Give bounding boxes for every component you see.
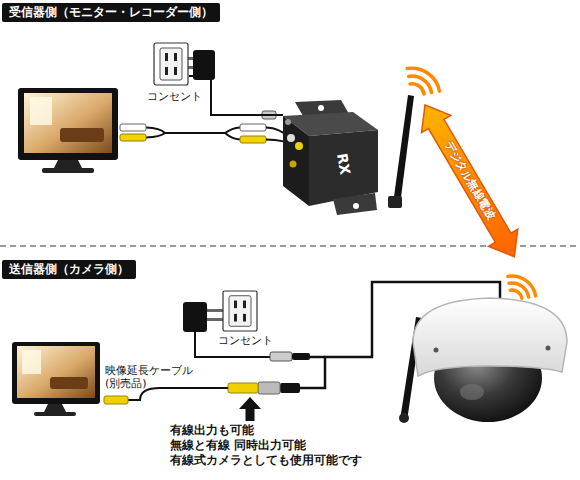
outlet-label: コンセント — [147, 90, 202, 103]
screen-sofa — [60, 128, 104, 142]
monitor — [18, 88, 118, 173]
camera-cable — [310, 356, 325, 359]
adapter-prong — [207, 309, 224, 312]
wave-arc — [410, 84, 424, 94]
camera-housing — [413, 298, 567, 376]
wave-arc — [407, 68, 439, 91]
outlet-slot — [165, 53, 168, 61]
monitor-screen — [17, 346, 95, 398]
outlet-shape — [153, 42, 189, 86]
dc-plug — [262, 111, 276, 119]
antenna-base — [399, 413, 409, 423]
cable-note: 映像延長ケーブル (別売品) — [105, 364, 205, 390]
rca-plug-white — [240, 124, 266, 131]
lens-highlight — [460, 384, 484, 400]
screen-window — [22, 350, 41, 374]
rca-plug-yellow — [240, 136, 266, 143]
adapter-body — [183, 302, 207, 332]
section-band: 送信器側（カメラ側） — [2, 260, 136, 279]
adapter-prong — [207, 318, 224, 321]
outlet-slot — [243, 314, 246, 322]
receiver-box: RX — [283, 100, 378, 215]
screw — [434, 348, 439, 353]
rca-wire — [146, 128, 240, 140]
mount-hole — [318, 105, 324, 111]
outlet-label: コンセント — [218, 334, 273, 347]
outlet-slot — [165, 67, 168, 75]
power-cable — [189, 76, 283, 115]
wall-outlet: コンセント — [222, 290, 258, 332]
double-arrow — [410, 96, 529, 265]
rca-plug-yellow — [104, 396, 128, 404]
bnc-jack — [280, 383, 300, 393]
rca-plug-white — [120, 124, 146, 131]
radio-waves — [407, 68, 439, 94]
outlet-face — [160, 48, 182, 80]
adapter-body — [193, 50, 215, 80]
monitor-frame — [12, 342, 100, 404]
outlet-slot — [234, 314, 237, 322]
monitor-base — [42, 168, 94, 173]
dc-plug-body — [270, 352, 292, 361]
dc-plug-body — [262, 111, 276, 119]
rca-jack — [290, 161, 297, 168]
rca-cable — [120, 124, 298, 146]
antenna-base — [388, 196, 402, 208]
outlet-plate — [223, 291, 257, 331]
wave-arc — [409, 76, 432, 92]
monitor-screen — [24, 93, 112, 153]
wall-outlet: コンセント — [153, 42, 189, 86]
wave-arc — [509, 283, 529, 297]
mount-flange — [333, 193, 377, 215]
bnc-connector — [258, 382, 280, 394]
outlet-plate — [154, 43, 188, 85]
mount-hole — [353, 203, 359, 209]
wireless-label: デジタル無線電波 — [429, 117, 511, 244]
rca-plug-yellow — [120, 134, 146, 141]
power-adapter — [186, 50, 215, 80]
outlet-slot — [234, 301, 237, 309]
dome-camera — [399, 298, 567, 423]
outlet-slot — [174, 53, 177, 61]
feature-note: 有線式カメラとしても使用可能です — [170, 454, 362, 467]
box-side — [283, 116, 309, 206]
wave-arc — [510, 290, 522, 298]
outlet-face — [229, 296, 251, 327]
screw — [546, 346, 551, 351]
section-heading: 送信器側（カメラ側） — [9, 262, 129, 277]
rca-jack-yellow — [295, 142, 303, 150]
monitor-stand — [54, 160, 82, 168]
screen-sofa — [50, 377, 88, 389]
receiver-shape — [283, 100, 378, 215]
feature-note: 無線と有線 同時出力可能 — [170, 439, 306, 452]
section-band: 受信器側（モニター・レコーダー側） — [2, 3, 220, 22]
antenna — [393, 95, 414, 205]
monitor — [12, 342, 100, 416]
monitor-base — [34, 412, 76, 416]
feature-note: 有線出力も可能 — [170, 424, 254, 437]
outlet-slot — [243, 301, 246, 309]
outlet-slot — [174, 67, 177, 75]
dc-jack — [292, 353, 310, 360]
radio-waves — [508, 276, 536, 298]
outlet-shape — [222, 290, 258, 332]
monitor-frame — [18, 88, 118, 160]
wave-arc — [508, 276, 536, 296]
wireless-arrow — [410, 96, 529, 265]
pointer-arrow — [239, 397, 261, 421]
monitor-stand — [44, 404, 66, 412]
screen-window — [30, 97, 52, 125]
rca-plug-yellow — [228, 383, 258, 393]
rca-jack-white — [287, 134, 295, 142]
section-heading: 受信器側（モニター・レコーダー側） — [9, 5, 213, 20]
power-jack — [285, 119, 291, 125]
